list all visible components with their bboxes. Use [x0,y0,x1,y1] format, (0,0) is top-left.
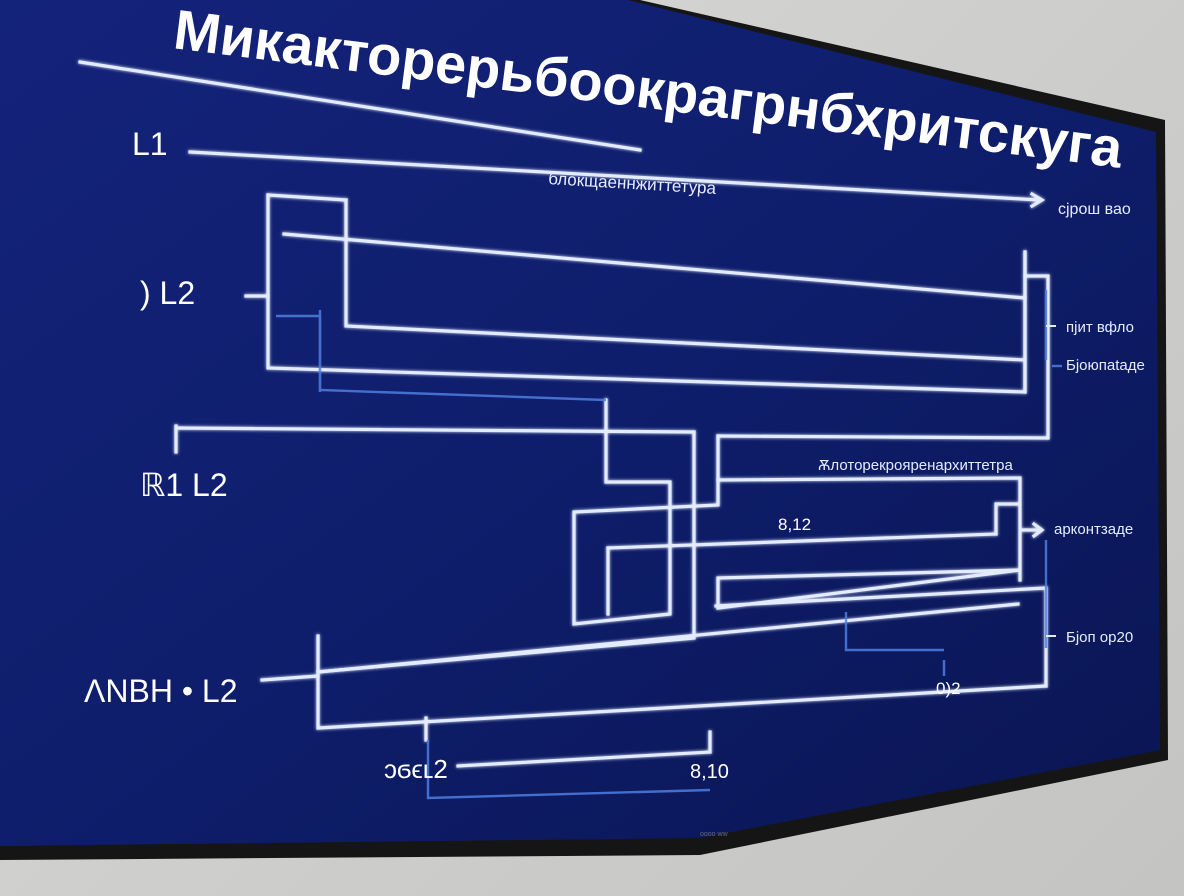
tv-screen [0,0,1160,846]
label-l1: L1 [132,126,168,162]
lower-box [716,568,1021,610]
value-8-12: 8,12 [778,515,811,534]
bottom-line [456,750,712,768]
label-right-mid3: арконтзаде [1054,521,1133,538]
anbh-line [260,674,320,682]
bezel-brand-logo: oooo ww [700,831,729,838]
r1-arrow-line [606,532,998,550]
label-right-bottom: Бјоп ор20 [1066,629,1133,646]
subtitle-mid: Ѫлоторекрояренархиттетра [818,457,1013,474]
r1-bus-line [174,426,696,434]
label-l2-top: ) L2 [140,275,195,311]
l2-mid-line [282,232,1027,300]
r1-arrow-tip [1031,521,1045,539]
value-0-2: 0)2 [936,679,961,698]
label-right-mid1: пјит вфло [1066,319,1134,336]
anbh-inner [316,602,1020,674]
accent-lines [276,290,1062,800]
value-8-10: 8,10 [690,761,729,783]
r1-right-box [716,476,1022,582]
r1-inner-box [572,398,720,626]
label-anbh-l2: ɅNBH • L2 [84,673,238,709]
l1-arrow-head [1029,191,1046,209]
l1-bus-line [188,150,1042,202]
anbh-box [316,634,1048,730]
label-r1-l2: ℝ1 L2 [140,467,228,503]
label-right-mid2: Бјоюпаtаде [1066,357,1145,374]
l2-inner-box [344,198,1027,362]
l2-outer-top [266,193,348,202]
title-underline [78,60,642,152]
accent-lower [844,612,944,652]
r1-arrow-bracket [994,502,1020,536]
label-right-top: сјрош вао [1058,201,1131,218]
diagram-lines [78,60,1050,768]
l2-right-bracket [716,274,1050,440]
right-ticks [1046,325,1056,637]
value-bottom-left: ↄϭϵʟ2 [384,754,448,784]
accent-bottom [426,740,711,800]
